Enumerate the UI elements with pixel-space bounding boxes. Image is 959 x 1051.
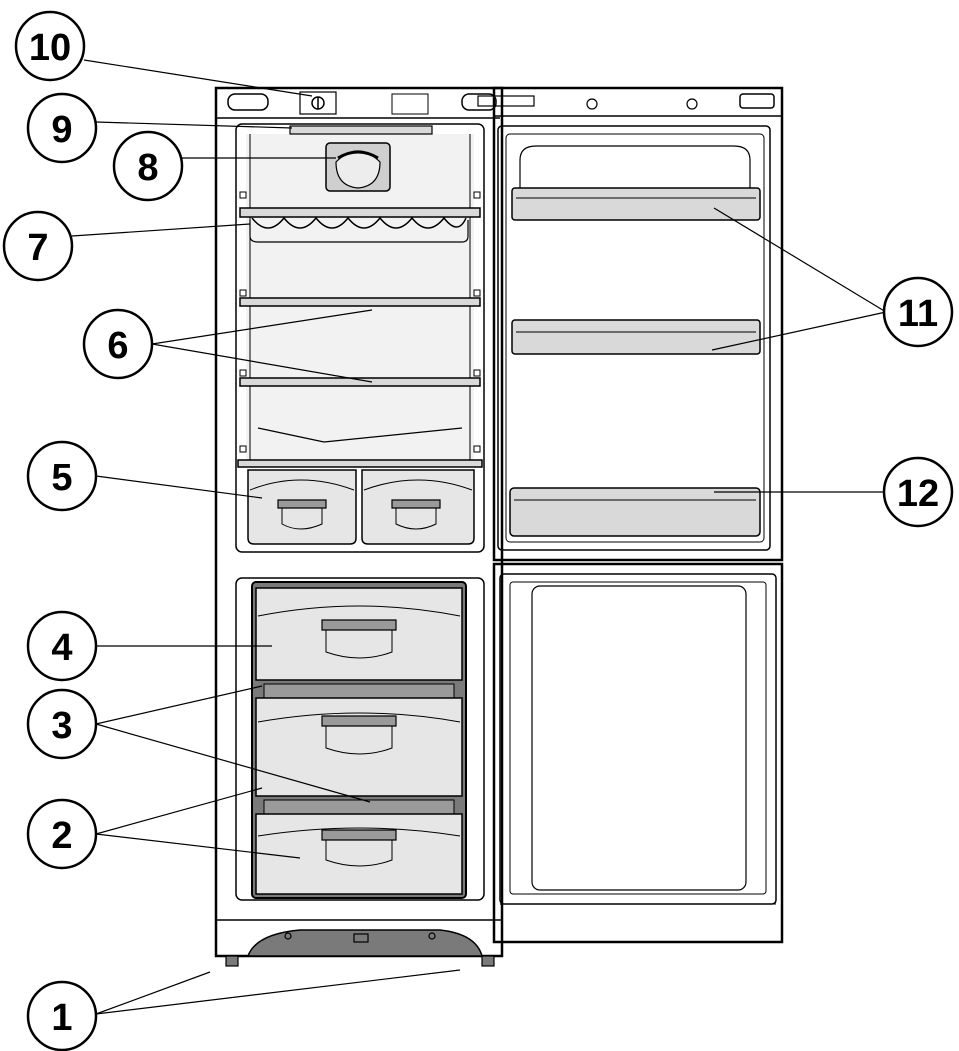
callout-6-number: 6	[107, 325, 128, 367]
leader-lines	[71, 59, 887, 1015]
control-panel-box	[299, 91, 337, 115]
callout-3: 3	[26, 688, 98, 760]
callout-5-number: 5	[51, 457, 72, 499]
freezer-drawer-bottom	[255, 813, 463, 895]
callout-1-number: 1	[51, 997, 72, 1039]
thermostat-housing	[325, 142, 391, 192]
freezer-drawer-top	[255, 587, 463, 681]
freezer-tray-2	[263, 799, 455, 815]
callout-11-number: 11	[898, 293, 938, 335]
door-balcony-2	[511, 319, 761, 355]
callout-6: 6	[82, 308, 154, 380]
freezer-tray-1	[263, 683, 455, 699]
base-grille	[246, 929, 483, 957]
callout-9: 9	[26, 92, 98, 164]
freezer-door	[492, 562, 784, 944]
callout-12-number: 12	[897, 473, 939, 515]
callout-2-number: 2	[51, 815, 72, 857]
adjustable-foot-right	[481, 955, 495, 967]
control-panel-right	[461, 93, 497, 111]
callout-7: 7	[2, 210, 74, 282]
callout-8-number: 8	[137, 147, 158, 189]
bottle-rack-shelf	[239, 207, 481, 243]
callout-2: 2	[26, 798, 98, 870]
interior-light	[289, 125, 433, 135]
control-panel-left	[227, 93, 269, 111]
crisper-drawer-right	[361, 469, 475, 545]
callout-12: 12	[882, 456, 954, 528]
fridge-cabinet	[214, 86, 504, 967]
callout-10: 10	[14, 10, 86, 82]
glass-shelf-1	[239, 297, 481, 307]
callout-8: 8	[112, 130, 184, 202]
callout-9-number: 9	[51, 109, 72, 151]
glass-shelf-2	[239, 377, 481, 387]
freezer-drawer-middle	[255, 697, 463, 797]
fridge-compartment	[235, 123, 485, 553]
callout-4: 4	[26, 610, 98, 682]
door-balcony-1	[511, 187, 761, 221]
callout-5: 5	[26, 440, 98, 512]
crisper-cover	[237, 459, 483, 468]
callout-1: 1	[26, 980, 98, 1051]
door-bottle-balcony	[509, 487, 761, 537]
freezer-compartment	[235, 577, 485, 901]
callout-4-number: 4	[51, 627, 72, 669]
callout-3-number: 3	[51, 705, 72, 747]
fridge-door-upper	[477, 86, 784, 562]
callout-10-number: 10	[29, 27, 71, 69]
adjustable-foot-left	[225, 955, 239, 967]
crisper-drawer-left	[247, 469, 357, 545]
callout-11: 11	[882, 276, 954, 348]
callout-7-number: 7	[27, 227, 48, 269]
